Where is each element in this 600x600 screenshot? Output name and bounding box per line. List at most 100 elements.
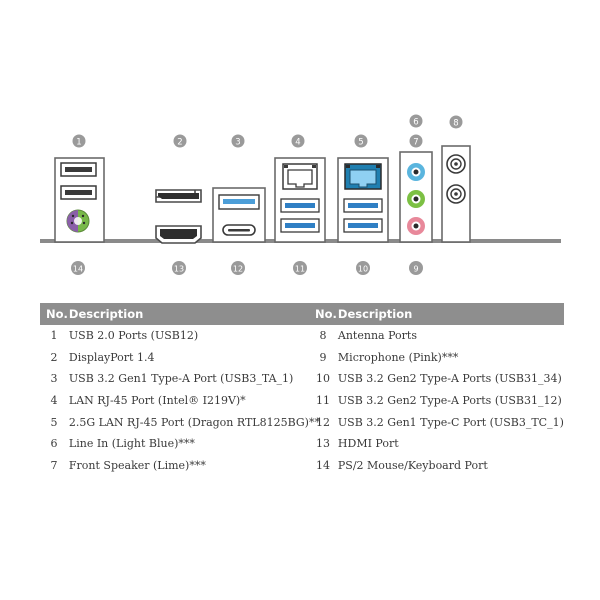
row-description: USB 2.0 Ports (USB12): [68, 329, 199, 343]
callout-11: 11: [293, 261, 307, 275]
table-header-row: No. Description: [309, 303, 564, 325]
svg-text:10: 10: [358, 265, 368, 274]
antenna-port-top[interactable]: [446, 154, 466, 174]
svg-text:3: 3: [235, 138, 240, 148]
header-description: Description: [336, 303, 564, 325]
svg-text:4: 4: [295, 138, 300, 148]
row-description: Microphone (Pink)***: [337, 350, 459, 364]
svg-text:2: 2: [177, 138, 182, 148]
table-row: 10 USB 3.2 Gen2 Type-A Ports (USB31_34): [309, 368, 564, 390]
row-no: 6: [50, 437, 58, 451]
callout-2: 2: [173, 134, 187, 148]
callout-1: 1: [72, 134, 86, 148]
callout-8: 8: [449, 115, 463, 129]
table-row: 14 PS/2 Mouse/Keyboard Port: [309, 455, 564, 477]
row-no: 12: [315, 415, 330, 429]
row-no: 14: [315, 458, 330, 472]
table-row: 11 USB 3.2 Gen2 Type-A Ports (USB31_12): [309, 390, 564, 412]
row-no: 1: [50, 329, 58, 343]
usb3-tc-1-port[interactable]: [222, 224, 256, 236]
port-table-right: No. Description 8 Antenna Ports 9 Micropho…: [309, 303, 564, 476]
usb2-ps2-block: [54, 157, 105, 243]
table-row: 4 LAN RJ-45 Port (Intel® I219V)*: [40, 390, 320, 412]
row-no: 5: [50, 415, 58, 429]
usb32-gen1-block: [212, 187, 266, 243]
callout-10: 10: [356, 261, 370, 275]
usb2-port-bottom[interactable]: [60, 185, 97, 200]
lan-rj45-intel-port[interactable]: [282, 163, 318, 190]
row-description: USB 3.2 Gen1 Type-A Port (USB3_TA_1): [68, 372, 294, 386]
row-description: Line In (Light Blue)***: [68, 437, 195, 451]
row-description: Antenna Ports: [337, 329, 417, 343]
audio-block: [399, 151, 433, 243]
usb3-ta-1-port[interactable]: [218, 194, 260, 210]
svg-text:6: 6: [413, 118, 418, 128]
table-row: 6 Line In (Light Blue)***: [40, 433, 320, 455]
hdmi-port[interactable]: [155, 225, 202, 244]
row-description: DisplayPort 1.4: [68, 350, 155, 364]
row-no: 13: [315, 437, 330, 451]
row-no: 10: [315, 372, 330, 386]
row-description: USB 3.2 Gen2 Type-A Ports (USB31_34): [337, 372, 562, 386]
antenna-block: [441, 145, 471, 243]
table-header-row: No. Description: [40, 303, 320, 325]
svg-text:14: 14: [73, 265, 83, 274]
table-row: 7 Front Speaker (Lime)***: [40, 455, 320, 477]
row-description: USB 3.2 Gen2 Type-A Ports (USB31_12): [337, 394, 562, 408]
callout-4: 4: [291, 134, 305, 148]
svg-text:9: 9: [413, 265, 418, 274]
callout-3: 3: [231, 134, 245, 148]
row-description: USB 3.2 Gen1 Type-C Port (USB3_TC_1): [337, 415, 564, 429]
usb31-12-port-top[interactable]: [280, 198, 320, 213]
microphone-jack[interactable]: [407, 217, 425, 235]
front-speaker-jack[interactable]: [407, 190, 425, 208]
ps2-port[interactable]: [66, 209, 90, 233]
usb2-port-top[interactable]: [60, 162, 97, 177]
io-panel-diagram: 1 2 3 4 5 6 7 8 14 13 12 11 10 9: [40, 114, 561, 275]
usb31-34-port-bottom[interactable]: [343, 218, 383, 233]
callout-12: 12: [231, 261, 245, 275]
row-description: Front Speaker (Lime)***: [68, 458, 206, 472]
table-row: 5 2.5G LAN RJ-45 Port (Dragon RTL8125BG)*…: [40, 411, 320, 433]
svg-text:7: 7: [413, 138, 418, 148]
intel-lan-block: [274, 157, 326, 243]
row-description: PS/2 Mouse/Keyboard Port: [337, 458, 488, 472]
usb31-34-port-top[interactable]: [343, 198, 383, 213]
row-no: 8: [319, 329, 327, 343]
table-row: 9 Microphone (Pink)***: [309, 347, 564, 369]
table-row: 12 USB 3.2 Gen1 Type-C Port (USB3_TC_1): [309, 411, 564, 433]
row-no: 9: [319, 350, 327, 364]
header-no: No.: [309, 303, 337, 325]
table-row: 13 HDMI Port: [309, 433, 564, 455]
row-no: 4: [50, 394, 58, 408]
row-description: 2.5G LAN RJ-45 Port (Dragon RTL8125BG)**: [68, 415, 320, 429]
table-row: 1 USB 2.0 Ports (USB12): [40, 325, 320, 347]
dragon-lan-block: [337, 157, 389, 243]
row-no: 7: [50, 458, 58, 472]
header-description: Description: [67, 303, 320, 325]
callout-14: 14: [71, 261, 85, 275]
row-description: LAN RJ-45 Port (Intel® I219V)*: [68, 394, 246, 408]
header-no: No.: [40, 303, 68, 325]
table-row: 8 Antenna Ports: [309, 325, 564, 347]
row-description: HDMI Port: [337, 437, 399, 451]
svg-text:11: 11: [295, 265, 305, 274]
callout-6: 6: [409, 114, 423, 128]
callout-9: 9: [409, 261, 423, 275]
callout-13: 13: [172, 261, 186, 275]
row-no: 2: [50, 350, 58, 364]
svg-text:12: 12: [233, 265, 243, 274]
usb31-12-port-bottom[interactable]: [280, 218, 320, 233]
callout-7: 7: [409, 134, 423, 148]
line-in-jack[interactable]: [407, 163, 425, 181]
table-row: 2 DisplayPort 1.4: [40, 347, 320, 369]
row-no: 11: [315, 394, 330, 408]
row-no: 3: [50, 372, 58, 386]
svg-text:5: 5: [358, 138, 363, 148]
antenna-port-bottom[interactable]: [446, 184, 466, 204]
displayport-port[interactable]: [155, 189, 202, 203]
table-row: 3 USB 3.2 Gen1 Type-A Port (USB3_TA_1): [40, 368, 320, 390]
svg-text:8: 8: [453, 119, 458, 129]
lan-rj45-dragon-port[interactable]: [344, 163, 382, 190]
svg-text:13: 13: [174, 265, 184, 274]
